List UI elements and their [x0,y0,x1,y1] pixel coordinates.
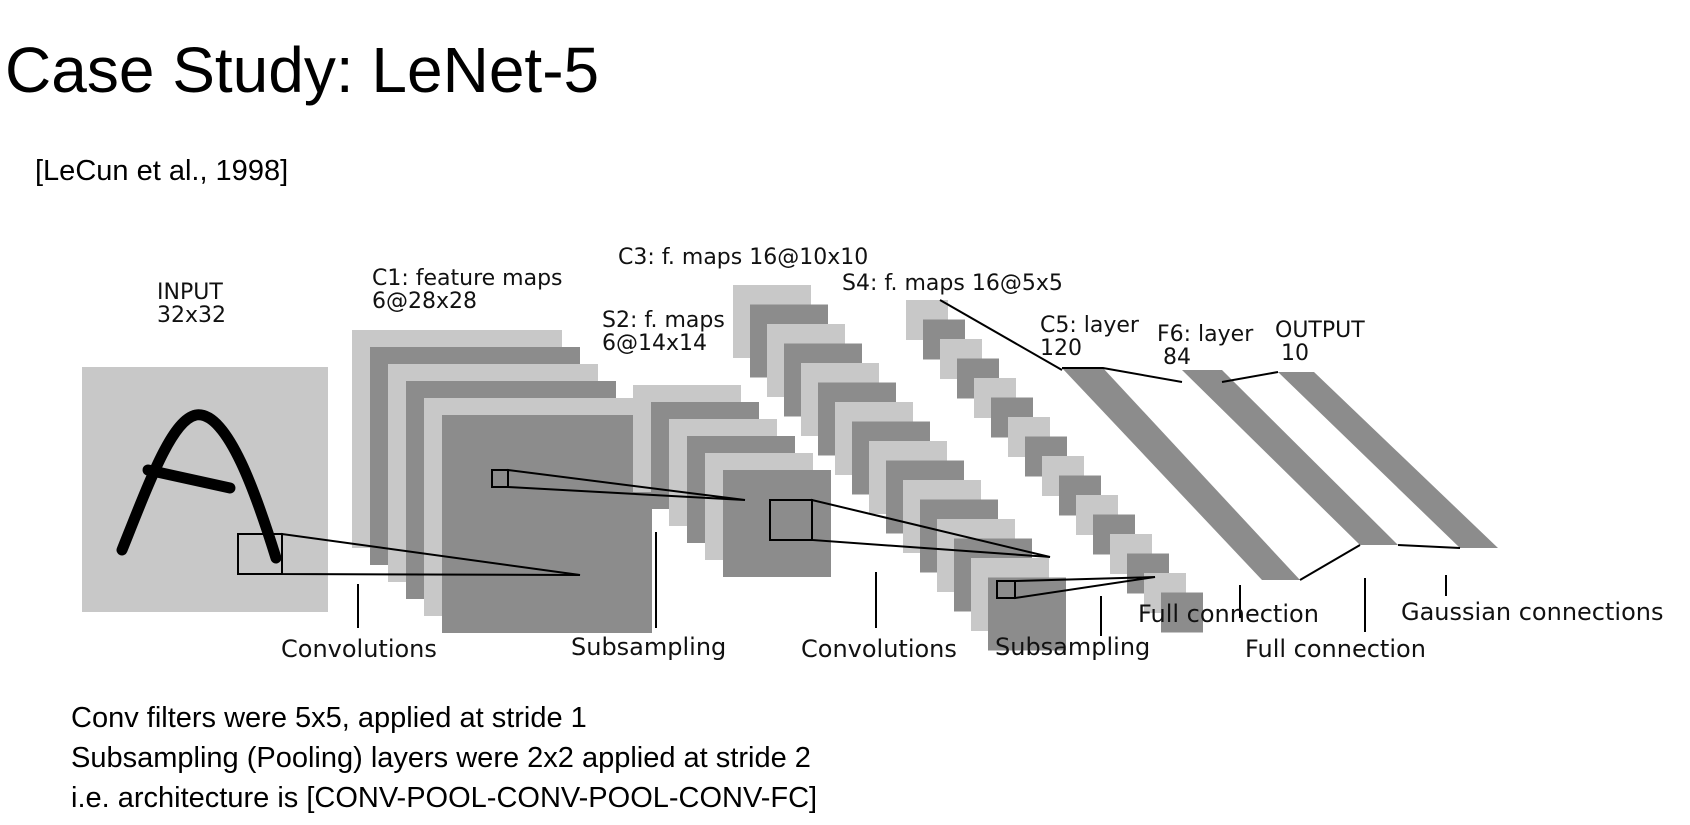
notes: Conv filters were 5x5, applied at stride… [71,698,817,818]
s4-to-c5-line [939,299,1063,371]
full2-op-label: Full connection [1245,635,1426,663]
output-label: OUTPUT [1275,318,1365,343]
c5-top-edge [1062,367,1183,383]
input-image [82,367,328,612]
slide-title: Case Study: LeNet-5 [5,34,600,106]
s2-plane [723,470,831,577]
conv1-op-label: Convolutions [281,635,437,663]
sub1-projection [507,468,746,501]
note-line: i.e. architecture is [CONV-POOL-CONV-POO… [71,782,818,814]
c5-band [1062,368,1300,580]
s4-plane [1161,592,1203,633]
output-band [1278,372,1498,548]
sub2-projection [1014,576,1156,600]
sub2-op-label: Subsampling [995,633,1150,661]
citation: [LeCun et al., 1998] [35,155,289,187]
input-size-label: 32x32 [157,303,226,328]
f6-band [1182,370,1398,545]
note-line: Subsampling (Pooling) layers were 2x2 ap… [71,742,811,774]
f6-size-label: 84 [1163,345,1191,370]
gaussian-op-label: Gaussian connections [1401,598,1663,626]
receptive-field-lines [237,468,1156,600]
s4-label: S4: f. maps 16@5x5 [842,271,1063,296]
output-size-label: 10 [1281,341,1309,366]
connection-lines [357,299,1461,636]
full1-op-label: Full connection [1138,600,1319,628]
c5-size-label: 120 [1040,336,1082,361]
input-label: INPUT [157,280,223,305]
c3-label: C3: f. maps 16@10x10 [618,245,868,270]
s2-size-label: 6@14x14 [602,331,707,356]
c1-label: C1: feature maps [372,266,563,291]
sub1-op-label: Subsampling [571,633,726,661]
conv1-projection [281,532,581,576]
note-line: Conv filters were 5x5, applied at stride… [71,702,587,734]
c5-label: C5: layer [1040,313,1140,338]
c3-plane [988,577,1066,651]
c1-plane [442,415,652,633]
f6-bottom-edge [1299,544,1361,581]
s2-label: S2: f. maps [602,308,725,333]
input-plane [82,367,328,612]
f6-top-edge [1221,371,1279,383]
conv2-projection [811,498,1051,558]
output-bottom-edge [1397,544,1461,549]
c1-size-label: 6@28x28 [372,289,477,314]
f6-label: F6: layer [1157,322,1254,347]
fully-connected-layers [1062,368,1498,580]
conv2-op-label: Convolutions [801,635,957,663]
letter-a-glyph [116,409,282,564]
